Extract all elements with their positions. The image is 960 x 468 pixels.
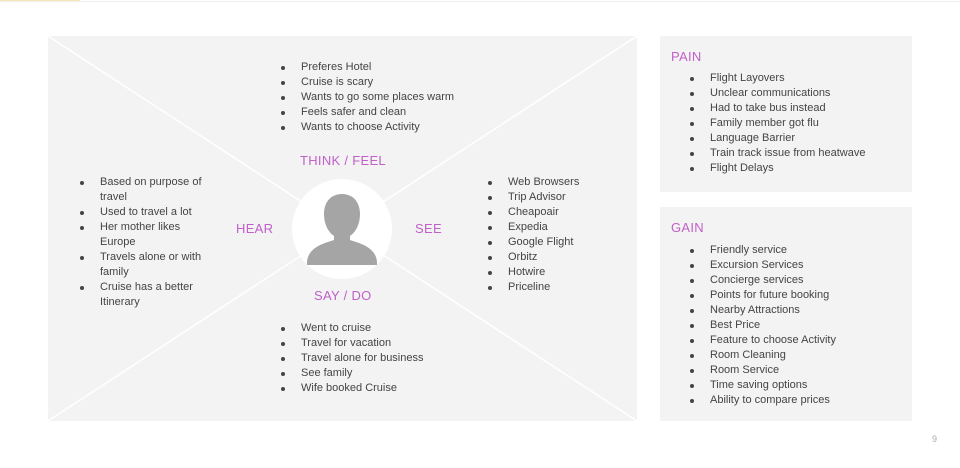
list-item: Excursion Services (689, 258, 904, 273)
list-item: Travels alone or with family (79, 250, 209, 280)
list-item: Cruise has a better Itinerary (79, 280, 209, 310)
list-item: Her mother likes Europe (79, 220, 209, 250)
list-item: Family member got flu (689, 116, 904, 131)
list-item: Wants to go some places warm (280, 90, 490, 105)
see-list: Web Browsers Trip Advisor Cheapoair Expe… (487, 175, 627, 295)
list-item: Web Browsers (487, 175, 627, 190)
list-item: Google Flight (487, 235, 627, 250)
see-title: SEE (415, 221, 442, 236)
pain-panel: PAIN Flight Layovers Unclear communicati… (660, 36, 912, 192)
gain-panel: GAIN Friendly service Excursion Services… (660, 207, 912, 421)
list-item: Priceline (487, 280, 627, 295)
list-item: Feels safer and clean (280, 105, 490, 120)
list-item: Room Service (689, 363, 904, 378)
hear-title: HEAR (236, 221, 274, 236)
list-item: Preferes Hotel (280, 60, 490, 75)
hear-list: Based on purpose of travel Used to trave… (79, 175, 209, 310)
list-item: Ability to compare prices (689, 393, 904, 408)
list-item: Trip Advisor (487, 190, 627, 205)
list-item: Friendly service (689, 243, 904, 258)
list-item: Flight Layovers (689, 71, 904, 86)
list-item: Unclear communications (689, 86, 904, 101)
list-item: Points for future booking (689, 288, 904, 303)
pain-title: PAIN (671, 49, 702, 64)
page-number: 9 (932, 434, 938, 444)
list-item: Wife booked Cruise (280, 381, 490, 396)
list-item: Time saving options (689, 378, 904, 393)
list-item: Room Cleaning (689, 348, 904, 363)
list-item: See family (280, 366, 490, 381)
avatar (292, 179, 392, 279)
empathy-map: Preferes Hotel Cruise is scary Wants to … (48, 36, 637, 421)
list-item: Used to travel a lot (79, 205, 209, 220)
list-item: Expedia (487, 220, 627, 235)
pain-list: Flight Layovers Unclear communications H… (689, 71, 904, 176)
list-item: Went to cruise (280, 321, 490, 336)
list-item: Feature to choose Activity (689, 333, 904, 348)
say-do-title: SAY / DO (314, 288, 372, 303)
list-item: Flight Delays (689, 161, 904, 176)
list-item: Cheapoair (487, 205, 627, 220)
top-divider (0, 1, 960, 2)
gain-list: Friendly service Excursion Services Conc… (689, 243, 904, 408)
list-item: Wants to choose Activity (280, 120, 490, 135)
list-item: Travel alone for business (280, 351, 490, 366)
list-item: Language Barrier (689, 131, 904, 146)
list-item: Cruise is scary (280, 75, 490, 90)
list-item: Orbitz (487, 250, 627, 265)
list-item: Best Price (689, 318, 904, 333)
think-feel-title: THINK / FEEL (300, 153, 386, 168)
list-item: Travel for vacation (280, 336, 490, 351)
say-do-list: Went to cruise Travel for vacation Trave… (280, 321, 490, 396)
list-item: Concierge services (689, 273, 904, 288)
list-item: Nearby Attractions (689, 303, 904, 318)
think-feel-list: Preferes Hotel Cruise is scary Wants to … (280, 60, 490, 135)
user-silhouette-icon (307, 194, 377, 265)
list-item: Hotwire (487, 265, 627, 280)
list-item: Train track issue from heatwave (689, 146, 904, 161)
list-item: Based on purpose of travel (79, 175, 209, 205)
list-item: Had to take bus instead (689, 101, 904, 116)
gain-title: GAIN (671, 220, 704, 235)
